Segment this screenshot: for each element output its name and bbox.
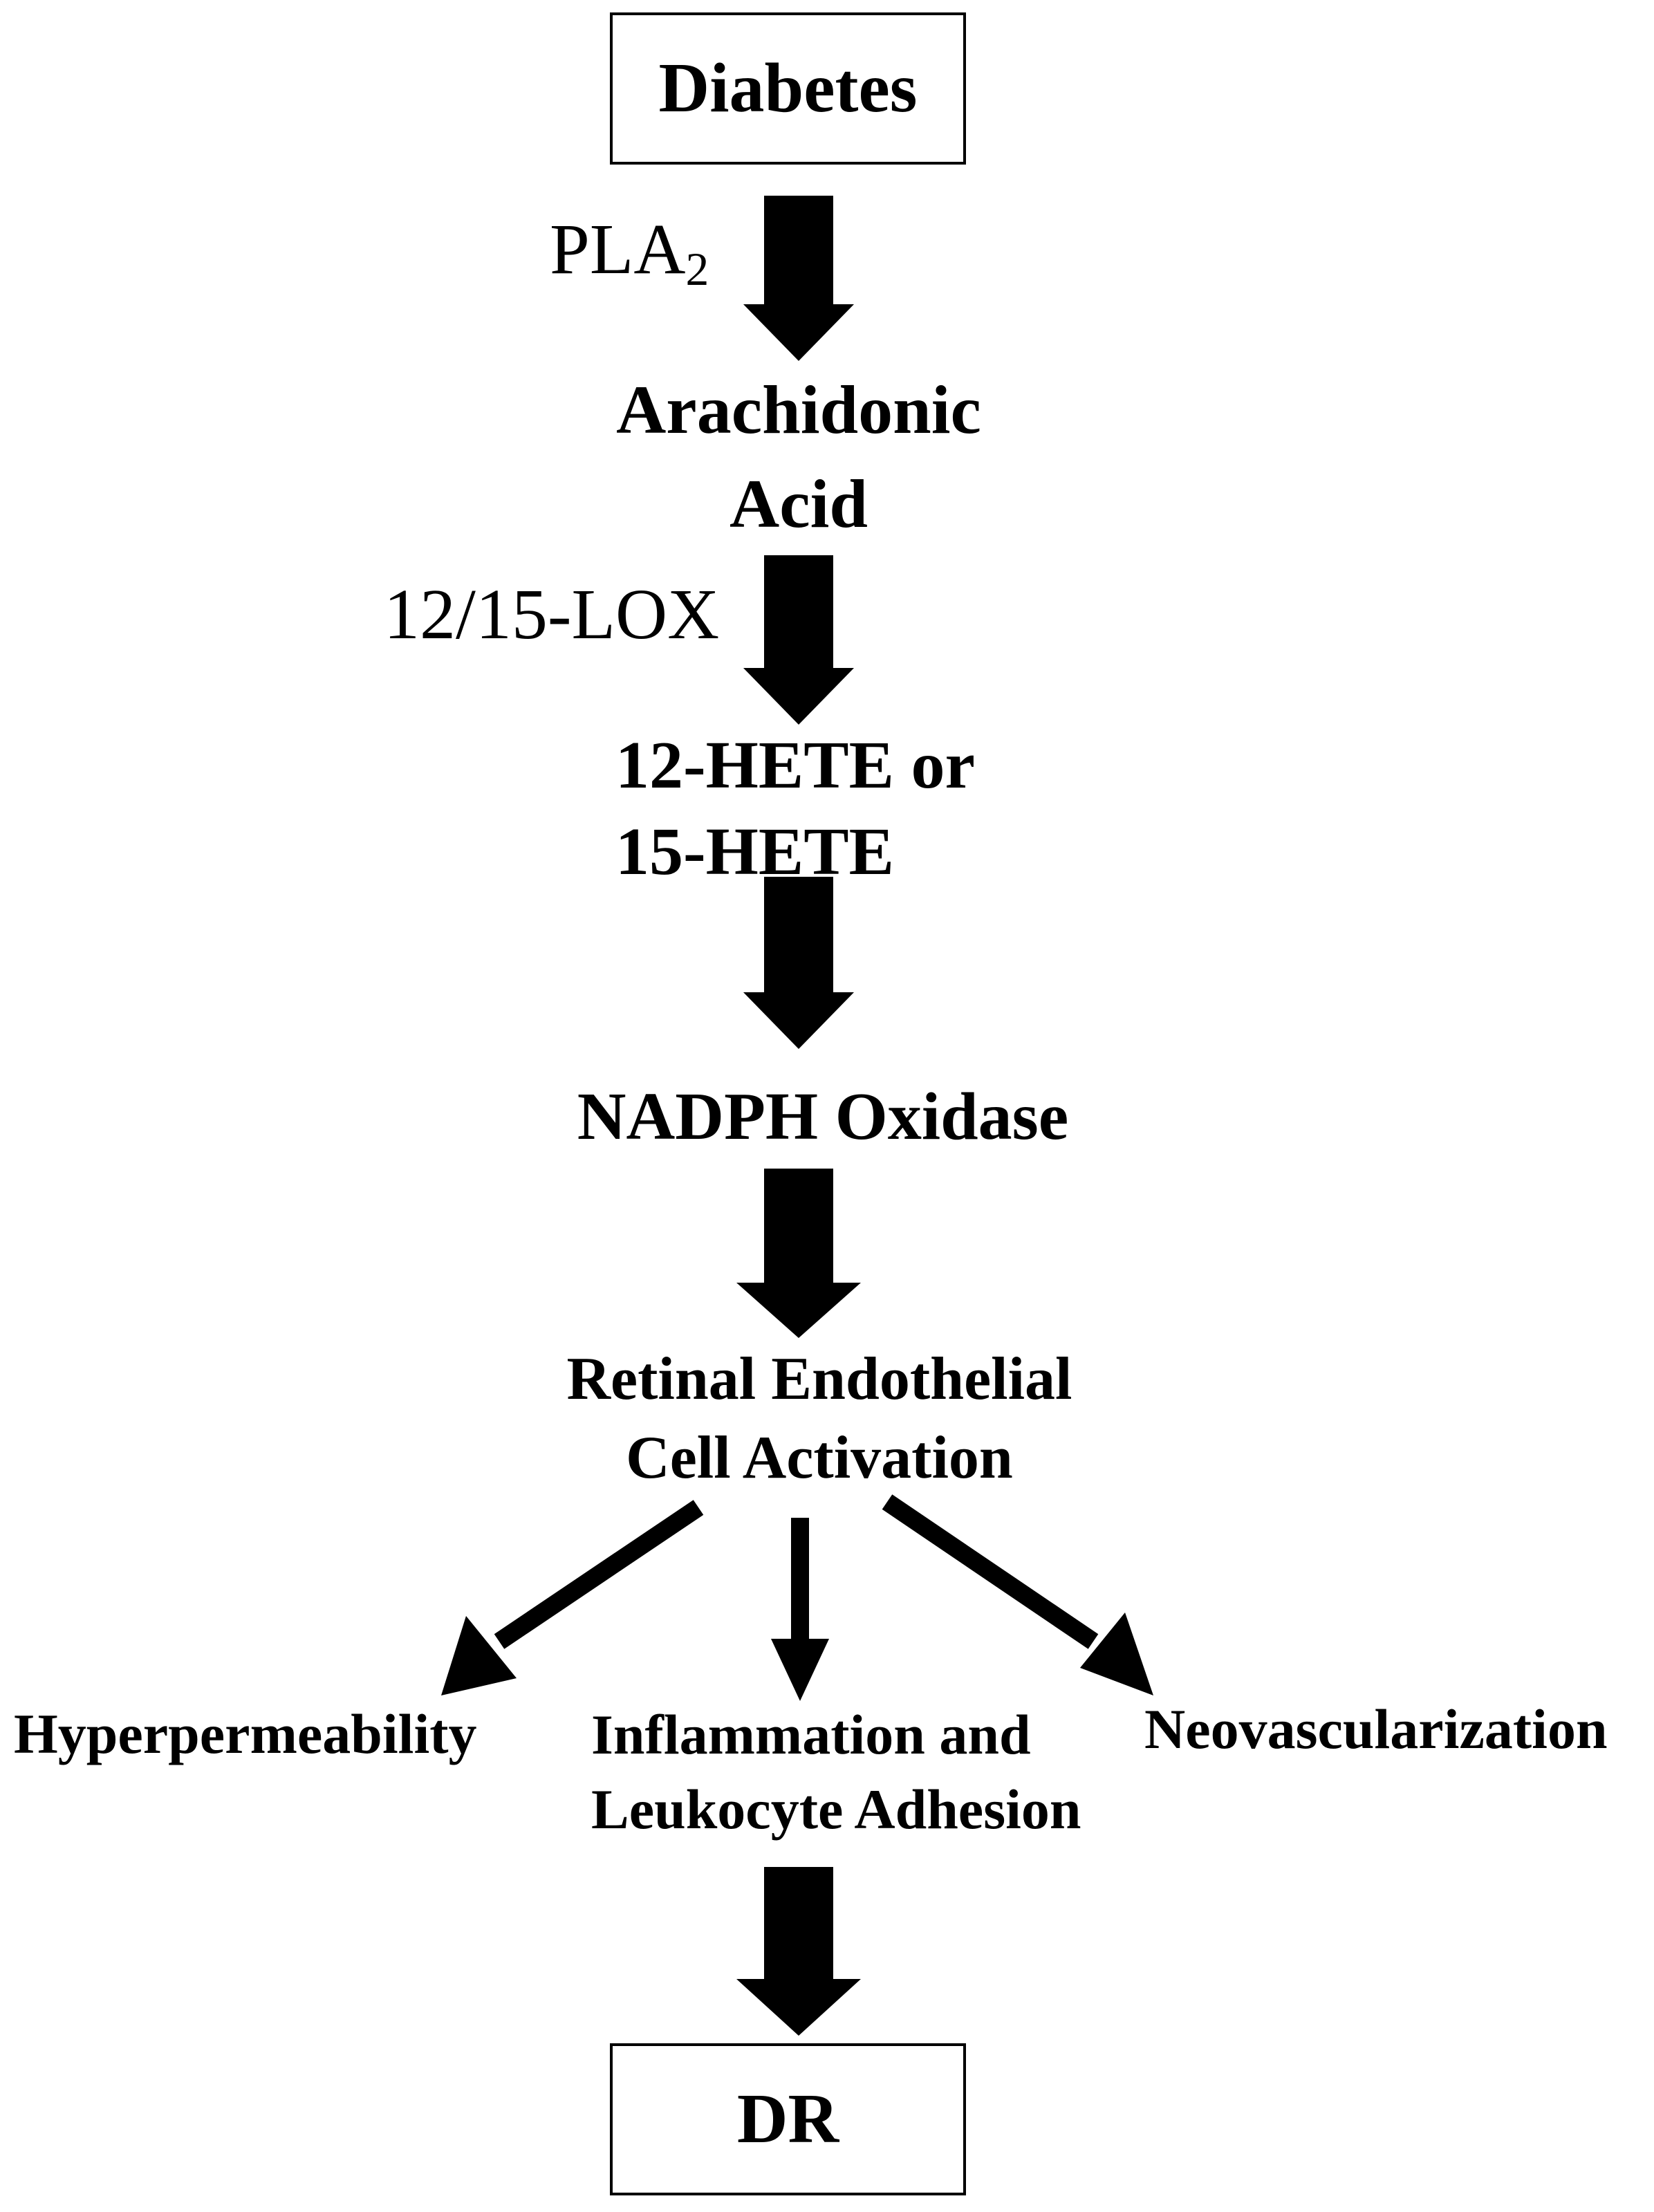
inflammation-line2: Leukocyte Adhesion <box>591 1778 1081 1841</box>
hyperpermeability-label: Hyperpermeability <box>14 1702 477 1765</box>
arrow-diabetes-to-arachidonic <box>743 196 854 361</box>
arrow-hete-to-nadph <box>743 877 854 1049</box>
retinal-line1: Retinal Endothelial <box>566 1346 1072 1413</box>
arachidonic-acid-label: Arachidonic Acid <box>484 363 1113 551</box>
pla2-enzyme-label: PLA2 <box>550 209 709 296</box>
diabetes-label: Diabetes <box>658 49 918 128</box>
hete-line1: 12-HETE or <box>615 728 975 803</box>
arrow-retinal-to-hyperpermeability <box>494 1500 704 1649</box>
pla2-subscript: 2 <box>685 243 709 295</box>
retinal-line2: Cell Activation <box>626 1424 1013 1492</box>
arachidonic-line2: Acid <box>730 465 868 542</box>
dr-label: DR <box>736 2080 839 2159</box>
arrowhead-hyperpermeability <box>441 1616 517 1695</box>
pla2-text: PLA <box>550 210 686 289</box>
arrow-retinal-to-neovascularization <box>882 1494 1099 1649</box>
inflammation-label: Inflammation and Leukocyte Adhesion <box>591 1698 1081 1847</box>
neovascularization-label: Neovascularization <box>1144 1698 1608 1760</box>
arachidonic-line1: Arachidonic <box>616 371 981 448</box>
hete-line2: 15-HETE <box>615 815 894 890</box>
arrowhead-inflammation <box>771 1639 829 1701</box>
arrow-nadph-to-retinal <box>736 1169 861 1338</box>
diabetes-box: Diabetes <box>610 12 966 165</box>
arrowhead-neovascularization <box>1080 1612 1153 1695</box>
nadph-oxidase-label: NADPH Oxidase <box>577 1079 1069 1154</box>
lox-enzyme-label: 12/15-LOX <box>384 575 720 654</box>
retinal-activation-label: Retinal Endothelial Cell Activation <box>470 1340 1169 1498</box>
hete-label: 12-HETE or 15-HETE <box>615 723 975 896</box>
dr-box: DR <box>610 2043 966 2195</box>
inflammation-line1: Inflammation and <box>591 1703 1031 1766</box>
arrow-inflammation-to-dr <box>736 1867 861 2036</box>
arrow-arachidonic-to-hete <box>743 555 854 725</box>
